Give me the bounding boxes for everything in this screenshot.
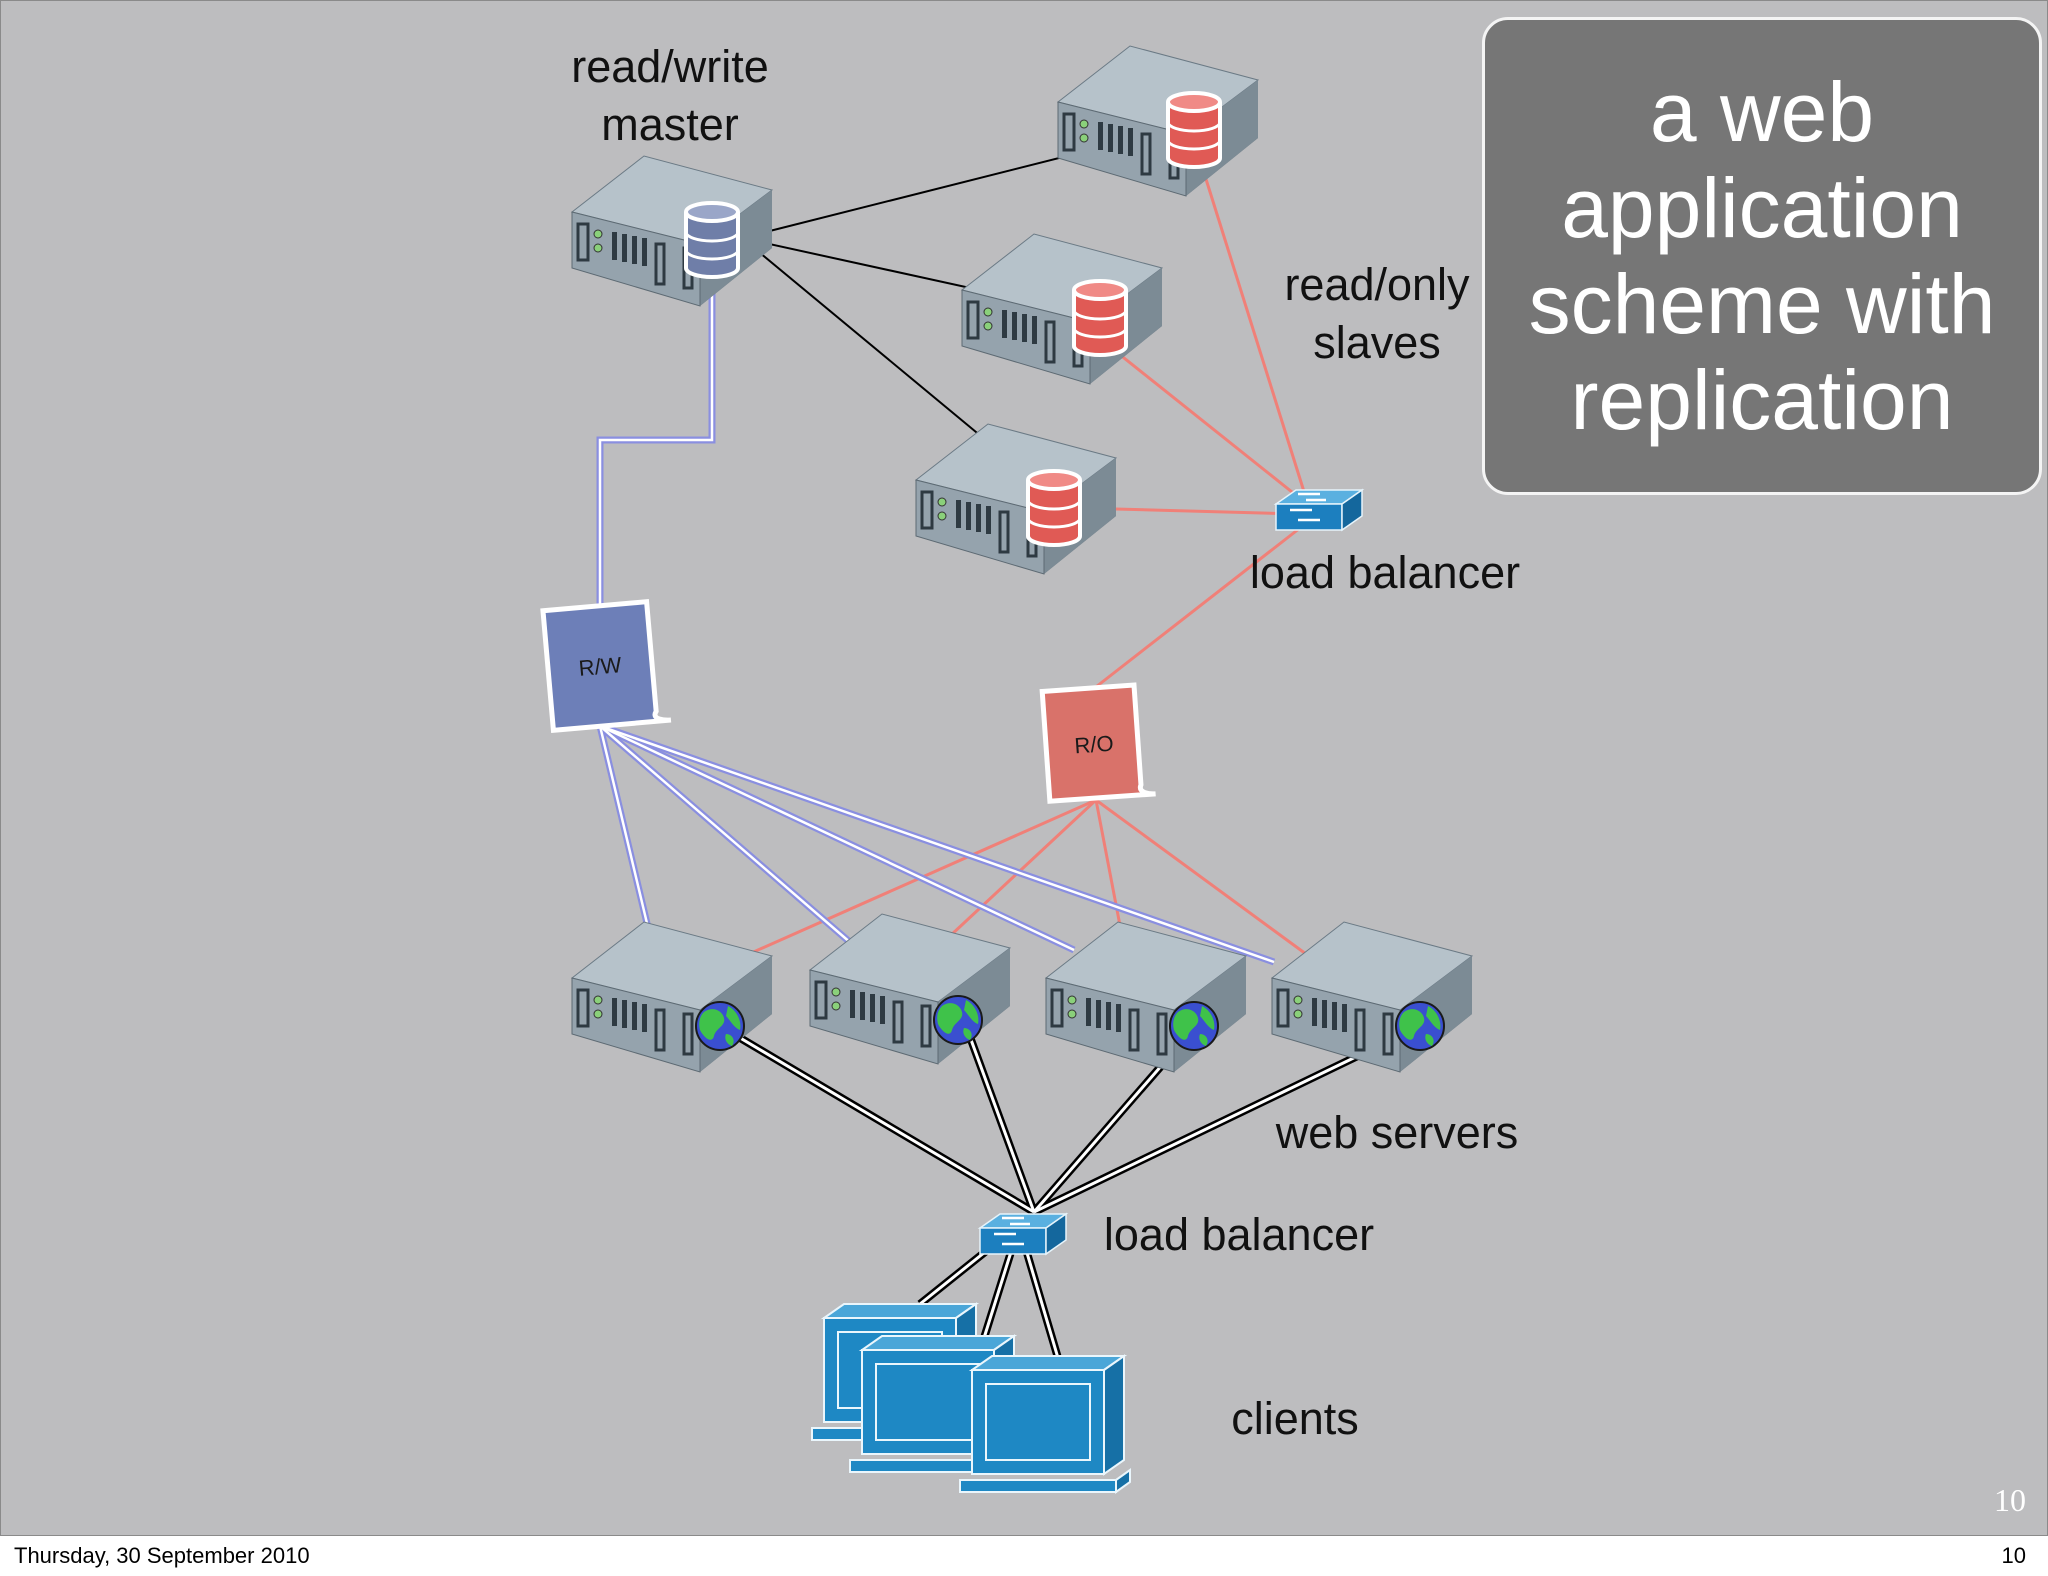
clients-label: clients: [1231, 1393, 1359, 1444]
web-servers-label: web servers: [1275, 1107, 1519, 1158]
read-write-links: [596, 272, 1276, 966]
slide-title: a web application scheme with replicatio…: [1528, 65, 1996, 447]
footer: [0, 1536, 2048, 1576]
footer-date: Thursday, 30 September 2010: [14, 1543, 310, 1568]
slaves-label: read/only slaves: [1284, 259, 1470, 368]
load-balancer-label: load balancer: [1249, 547, 1521, 598]
master-server: [570, 154, 774, 308]
title-box: a web application scheme with replicatio…: [1482, 17, 2042, 495]
load-balancer-label: load balancer: [1103, 1209, 1375, 1260]
slave-server: [960, 232, 1164, 386]
slide: R/W R/O read/write mast: [0, 0, 2048, 1536]
ro-tag-label: R/O: [1074, 731, 1115, 759]
ro-tag: R/O: [1039, 682, 1156, 804]
rw-tag-label: R/W: [578, 652, 623, 681]
slide-number: 10: [1994, 1482, 2026, 1518]
footer-page-number: 10: [2001, 1543, 2026, 1568]
load-balancer-switch: [978, 1212, 1068, 1256]
web-server: [570, 920, 774, 1074]
master-label: read/write master: [571, 41, 769, 150]
load-balancer-switch: [1274, 488, 1364, 532]
client-computer: [959, 1355, 1131, 1493]
slave-server: [914, 422, 1118, 576]
replication-diagram: R/W R/O: [540, 44, 1474, 1493]
client-links: [717, 1022, 1422, 1360]
rw-tag: R/W: [540, 598, 672, 734]
slave-server: [1056, 44, 1260, 198]
web-server: [1270, 920, 1474, 1074]
